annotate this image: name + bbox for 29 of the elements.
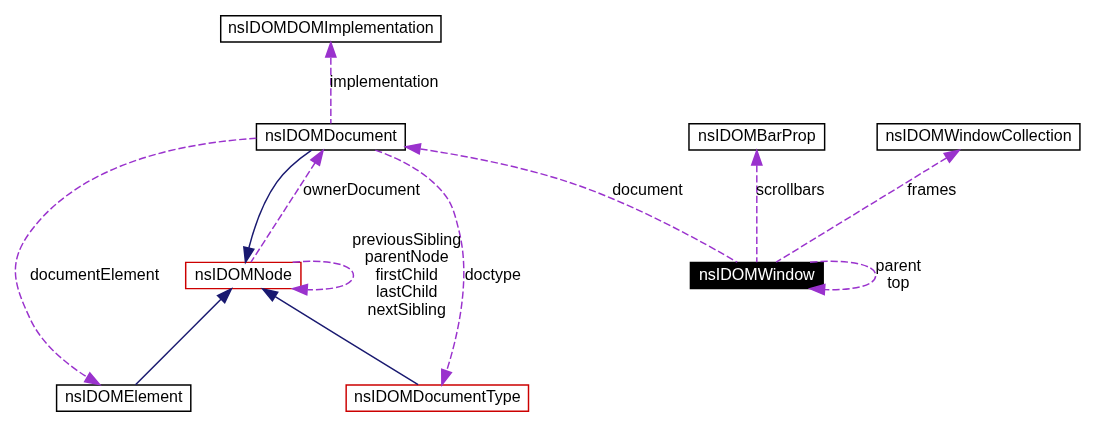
edge-label: document: [612, 179, 683, 198]
node-box: nsIDOMWindowCollection: [876, 122, 1081, 151]
edge-label: frames: [907, 179, 957, 198]
arrow: [250, 148, 325, 263]
edge-label: scrollbars: [756, 179, 825, 198]
node-box: nsIDOMWindow: [689, 261, 824, 289]
edge-label: implementation: [329, 71, 439, 90]
arrow: [290, 260, 355, 296]
arrow: [807, 260, 877, 296]
arrow: [324, 39, 337, 124]
arrow: [134, 286, 233, 385]
node-box: nsIDOMBarProp: [688, 122, 826, 151]
edge-label: doctype: [464, 264, 521, 283]
node-box: nsIDOMElement: [55, 383, 192, 412]
edge-label: documentElement: [29, 264, 160, 283]
arrow: [750, 147, 763, 263]
node-box: nsIDOMDocumentType: [345, 383, 530, 412]
arrow: [260, 287, 419, 385]
arrow: [775, 148, 962, 263]
arrow: [374, 148, 465, 387]
node-box: nsIDOMDOMImplementation: [219, 14, 442, 43]
edge-label: ownerDocument: [303, 179, 420, 198]
arrow: [14, 137, 258, 386]
node-box: nsIDOMDocument: [255, 122, 406, 151]
edge-label: parent top: [875, 255, 922, 291]
node-box: nsIDOMNode: [184, 261, 302, 289]
arrow: [403, 142, 738, 263]
edge-label: previousSibling parentNode firstChild lastChild nextSibling: [352, 229, 462, 318]
arrow: [243, 148, 313, 264]
